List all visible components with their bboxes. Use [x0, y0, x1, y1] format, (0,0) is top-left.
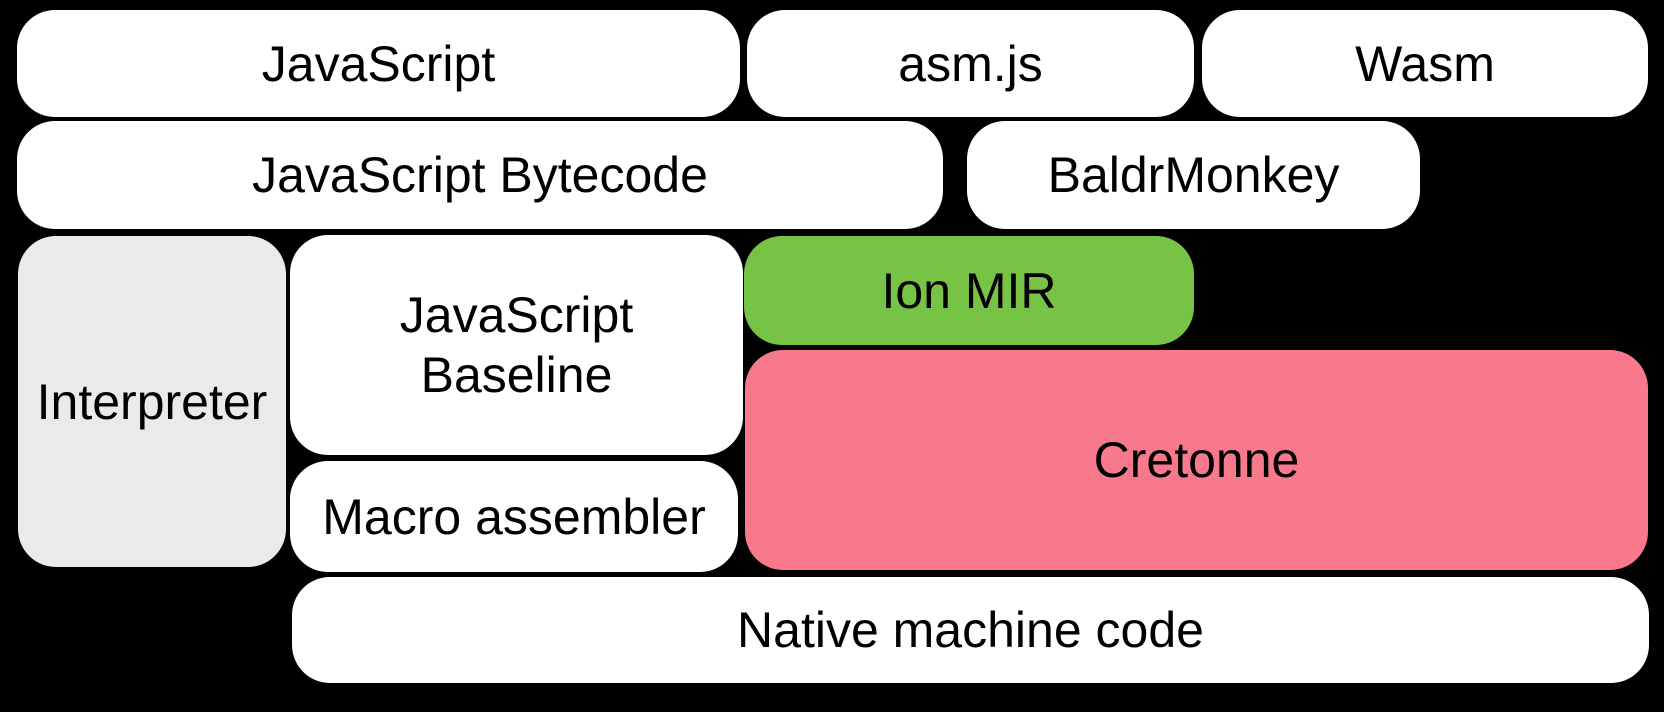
box-native-machine-code: Native machine code	[292, 577, 1649, 683]
box-wasm-label: Wasm	[1355, 35, 1495, 92]
box-interpreter-label: Interpreter	[36, 373, 268, 430]
box-wasm: Wasm	[1202, 10, 1648, 117]
box-native-machine-code-label: Native machine code	[737, 602, 1204, 658]
box-javascript-label: JavaScript	[261, 35, 496, 92]
box-interpreter: Interpreter	[18, 236, 286, 567]
box-ion-mir: Ion MIR	[744, 236, 1194, 345]
box-javascript-baseline: JavaScript Baseline	[290, 235, 743, 455]
box-ion-mir-label: Ion MIR	[881, 262, 1057, 319]
box-javascript-bytecode: JavaScript Bytecode	[17, 121, 943, 229]
box-javascript-baseline-label: JavaScript Baseline	[399, 287, 634, 403]
box-baldrmonkey-label: BaldrMonkey	[1047, 147, 1340, 203]
box-macro-assembler: Macro assembler	[290, 461, 738, 572]
box-javascript-bytecode-label: JavaScript Bytecode	[252, 147, 708, 203]
box-javascript: JavaScript	[17, 10, 740, 117]
box-baldrmonkey: BaldrMonkey	[967, 121, 1420, 229]
box-cretonne: Cretonne	[745, 350, 1648, 570]
box-asmjs: asm.js	[747, 10, 1194, 117]
box-macro-assembler-label: Macro assembler	[322, 488, 706, 545]
box-asmjs-label: asm.js	[898, 35, 1043, 92]
box-cretonne-label: Cretonne	[1093, 432, 1300, 488]
